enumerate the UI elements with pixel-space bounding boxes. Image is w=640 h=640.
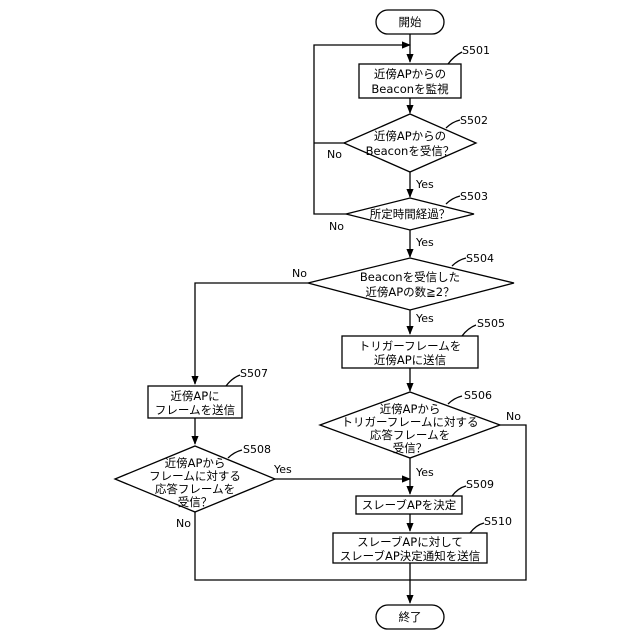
s510-id: S510 xyxy=(484,515,512,528)
s508-no-label: No xyxy=(176,517,191,530)
s504-yes-label: Yes xyxy=(415,312,434,325)
s506-line-1: 近傍APから xyxy=(380,402,441,416)
s507-id: S507 xyxy=(240,367,268,380)
s504-line-1: Beaconを受信した xyxy=(360,270,460,284)
s505-id: S505 xyxy=(477,317,505,330)
s506-line-4: 受信？ xyxy=(393,441,428,455)
s502-line-2: Beaconを受信？ xyxy=(366,144,455,158)
process-s507: 近傍APに フレームを送信 S507 xyxy=(148,367,268,418)
s502-no-label: No xyxy=(327,148,342,161)
s506-no-label: No xyxy=(506,410,521,423)
s502-line-1: 近傍APからの xyxy=(374,129,446,143)
s501-line-1: 近傍APからの xyxy=(374,67,446,81)
s508-line-2: フレームに対する xyxy=(149,469,241,483)
s509-id: S509 xyxy=(466,478,494,491)
decision-s506: 近傍APから トリガーフレームに対する 応答フレームを 受信？ S506 No … xyxy=(320,389,521,479)
end-terminal: 終了 xyxy=(376,605,444,629)
s507-leader xyxy=(226,375,240,386)
process-s501: 近傍APからの Beaconを監視 S501 xyxy=(359,44,490,98)
s508-id: S508 xyxy=(243,443,271,456)
s505-leader xyxy=(462,325,476,336)
s508-line-1: 近傍APから xyxy=(165,456,226,470)
process-s509: スレーブAPを決定 S509 xyxy=(356,478,494,514)
s505-line-1: トリガーフレームを xyxy=(359,339,461,353)
s503-line-1: 所定時間経過？ xyxy=(370,207,451,221)
s502-leader xyxy=(446,120,460,128)
decision-s502: 近傍APからの Beaconを受信？ S502 No Yes xyxy=(327,114,488,191)
start-terminal: 開始 xyxy=(376,10,444,34)
s503-no-label: No xyxy=(329,220,344,233)
s509-leader xyxy=(452,486,466,496)
s501-leader xyxy=(448,52,462,64)
start-label: 開始 xyxy=(399,15,422,29)
s502-yes-label: Yes xyxy=(415,178,434,191)
s510-leader xyxy=(470,523,484,533)
s510-line-1: スレーブAPに対して xyxy=(357,535,463,549)
s508-line-3: 応答フレームを xyxy=(155,482,235,496)
s504-line-2: 近傍APの数≧2？ xyxy=(365,285,454,299)
s501-line-2: Beaconを監視 xyxy=(371,82,449,96)
s506-leader xyxy=(448,396,462,404)
s506-line-2: トリガーフレームに対する xyxy=(342,415,479,429)
s503-id: S503 xyxy=(460,190,488,203)
s507-line-2: フレームを送信 xyxy=(155,403,235,417)
decision-s508: 近傍APから フレームに対する 応答フレームを 受信？ S508 Yes No xyxy=(115,443,292,530)
s506-yes-label: Yes xyxy=(415,466,434,479)
s504-id: S504 xyxy=(466,252,494,265)
s505-line-2: 近傍APに送信 xyxy=(374,353,446,367)
s508-leader xyxy=(228,450,242,458)
s502-id: S502 xyxy=(460,114,488,127)
process-s510: スレーブAPに対して スレーブAP決定通知を送信 S510 xyxy=(333,515,512,563)
s506-line-3: 応答フレームを xyxy=(370,428,450,442)
s501-id: S501 xyxy=(462,44,490,57)
end-label: 終了 xyxy=(399,610,422,624)
s508-line-4: 受信？ xyxy=(178,495,213,509)
s510-line-2: スレーブAP決定通知を送信 xyxy=(340,549,481,563)
decision-s503: 所定時間経過？ S503 No Yes xyxy=(329,190,488,249)
s503-yes-label: Yes xyxy=(415,236,434,249)
decision-s504: Beaconを受信した 近傍APの数≧2？ S504 No Yes xyxy=(292,252,514,325)
s506-id: S506 xyxy=(464,389,492,402)
s508-yes-label: Yes xyxy=(273,463,292,476)
s507-line-1: 近傍APに xyxy=(170,389,219,403)
s503-leader xyxy=(446,196,460,204)
s509-line-1: スレーブAPを決定 xyxy=(362,498,457,512)
s504-no-label: No xyxy=(292,267,307,280)
s504-leader xyxy=(452,258,466,266)
